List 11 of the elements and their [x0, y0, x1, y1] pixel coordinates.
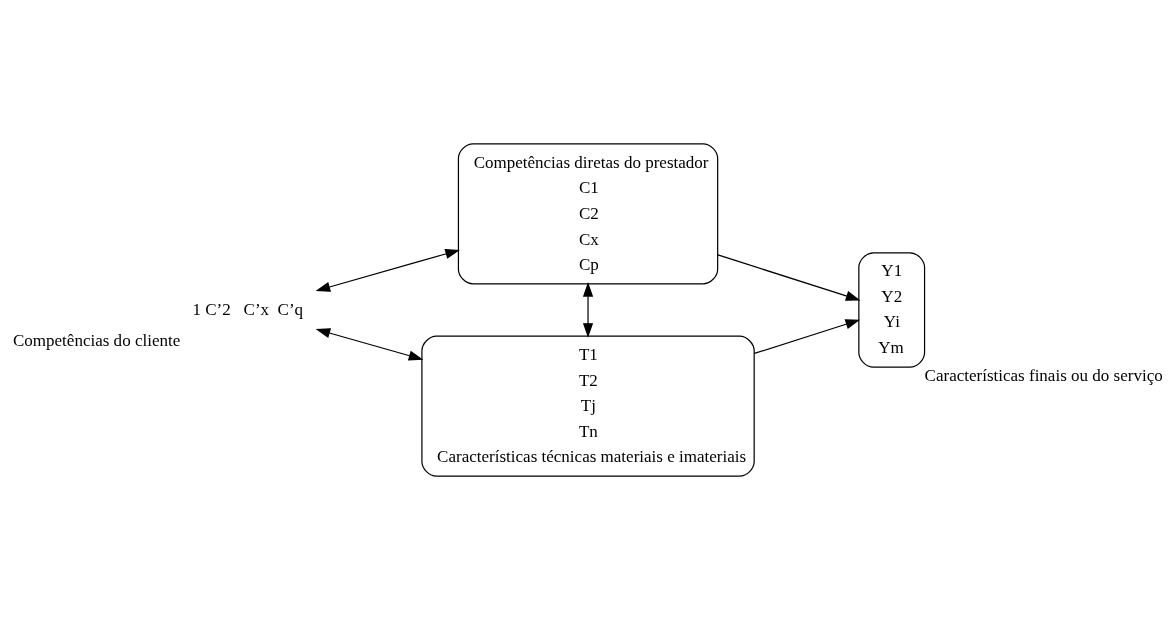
arrow: [582, 281, 594, 338]
node-box: Y1 Y2 Yi Ym: [858, 251, 926, 368]
arrow: [753, 318, 861, 354]
node-box: T1 T2 Tj Tn Características técnicas materiais e imateriais: [421, 335, 755, 477]
arrow: [315, 327, 424, 361]
arrow: [717, 253, 861, 301]
node-text: 1 C’2 C’x C’q: [192, 299, 304, 319]
node-box: Competências diretas do prestador C1 C2 Cx Cp: [457, 142, 719, 284]
node-label: Características finais ou do serviço: [924, 365, 1163, 385]
node-label: Competências do cliente: [12, 330, 181, 350]
arrow: [315, 248, 460, 292]
